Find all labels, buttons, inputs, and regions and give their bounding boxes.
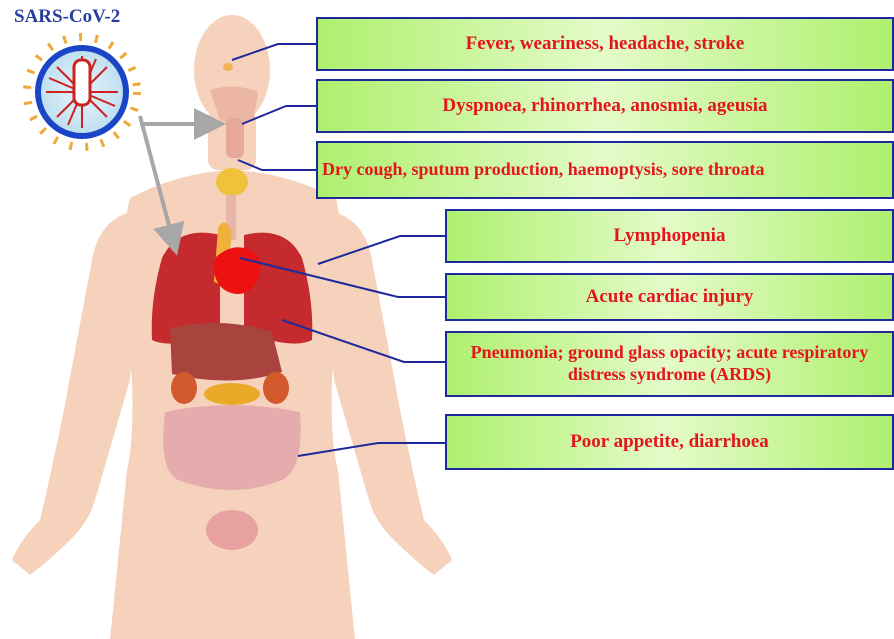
symptom-label-brain: Fever, weariness, headache, stroke bbox=[466, 33, 745, 56]
brain-marker bbox=[223, 63, 233, 71]
symptom-label-lungs: Pneumonia; ground glass opacity; acute r… bbox=[455, 342, 884, 385]
pharynx bbox=[226, 118, 244, 158]
virus-name-label: SARS-CoV-2 bbox=[14, 6, 120, 28]
symptom-label-nose: Dyspnoea, rhinorrhea, anosmia, ageusia bbox=[442, 95, 767, 118]
pancreas bbox=[204, 383, 260, 405]
symptom-box-heart: Acute cardiac injury bbox=[445, 273, 894, 321]
virus-icon bbox=[27, 37, 137, 147]
symptom-label-gut: Poor appetite, diarrhoea bbox=[570, 431, 769, 454]
left-kidney bbox=[171, 372, 197, 404]
liver bbox=[170, 323, 282, 381]
symptom-label-heart: Acute cardiac injury bbox=[586, 286, 754, 309]
symptom-box-throat: Dry cough, sputum production, haemoptysi… bbox=[316, 141, 894, 199]
symptom-label-blood: Lymphopenia bbox=[614, 225, 726, 248]
symptom-label-throat: Dry cough, sputum production, haemoptysi… bbox=[322, 159, 765, 181]
symptom-box-gut: Poor appetite, diarrhoea bbox=[445, 414, 894, 470]
symptom-box-blood: Lymphopenia bbox=[445, 209, 894, 263]
symptom-box-nose: Dyspnoea, rhinorrhea, anosmia, ageusia bbox=[316, 79, 894, 133]
thyroid bbox=[216, 168, 248, 196]
bladder bbox=[206, 510, 258, 550]
symptom-box-lungs: Pneumonia; ground glass opacity; acute r… bbox=[445, 331, 894, 397]
symptom-box-brain: Fever, weariness, headache, stroke bbox=[316, 17, 894, 71]
right-kidney bbox=[263, 372, 289, 404]
intestines bbox=[163, 405, 300, 490]
